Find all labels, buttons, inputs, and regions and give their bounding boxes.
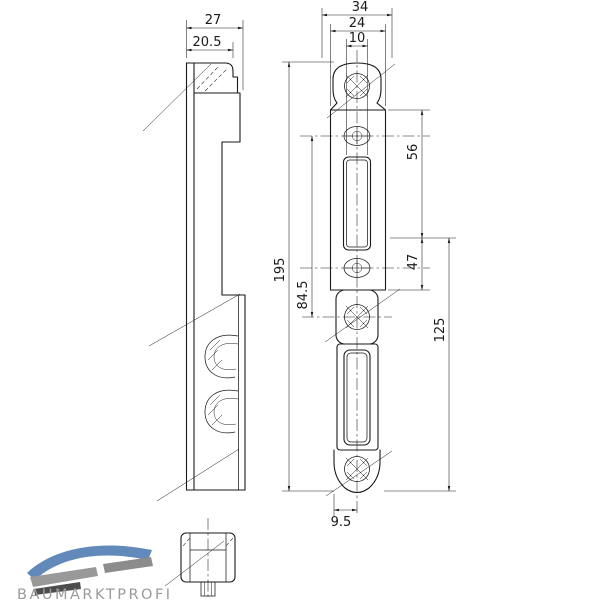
dim-label-27: 27 xyxy=(205,13,222,28)
dim-label-47: 47 xyxy=(406,254,421,271)
logo-mid-slab xyxy=(103,557,153,573)
lower-plate xyxy=(336,343,379,451)
dim-label-20-5: 20.5 xyxy=(193,35,222,50)
front-bottom-cap xyxy=(333,449,381,494)
dimension-lower-length: 125 xyxy=(384,237,456,492)
dim-label-125: 125 xyxy=(433,318,448,343)
logo: BAUMARKTPROFI xyxy=(17,545,173,600)
bottom-view-hatch xyxy=(182,537,234,547)
logo-dark-slab xyxy=(34,582,81,595)
logo-roof-icon xyxy=(27,545,153,595)
dimension-total-length: 195 xyxy=(273,61,334,492)
dimension-plate-width: 24 xyxy=(330,16,386,106)
dimension-upper-spacing: 56 xyxy=(388,109,456,239)
dim-label-24: 24 xyxy=(349,16,366,31)
upper-screw-hole xyxy=(343,126,371,146)
latch-hook-lower xyxy=(204,389,239,434)
front-top-cap xyxy=(329,62,387,111)
projection-lines xyxy=(142,63,401,587)
dimension-edge-offset: 9.5 xyxy=(331,494,358,530)
dim-label-10: 10 xyxy=(349,31,366,46)
upper-plate xyxy=(329,109,387,291)
side-profile-edge xyxy=(185,92,246,491)
lower-slot xyxy=(343,349,371,446)
front-view xyxy=(300,50,430,514)
dimension-outer-width: 34 xyxy=(321,0,393,58)
dimension-lower-spacing: 47 xyxy=(388,237,430,291)
dimension-side-inner-width: 20.5 xyxy=(186,35,234,58)
latch-hook-upper xyxy=(204,334,239,379)
cap-hatch-lines xyxy=(196,65,229,92)
side-view xyxy=(185,62,246,491)
dim-label-56: 56 xyxy=(406,144,421,161)
side-top-cap xyxy=(193,62,239,94)
center-slot xyxy=(342,156,372,251)
dimension-center-spacing: 84.5 xyxy=(296,135,314,318)
logo-blue-swoosh xyxy=(27,545,152,580)
bottom-view xyxy=(180,518,236,600)
dim-label-84-5: 84.5 xyxy=(296,281,311,310)
bottom-view-tab xyxy=(200,581,216,597)
lower-screw-hole xyxy=(343,258,371,278)
logo-gray-slab xyxy=(30,567,98,587)
dimension-side-width: 27 xyxy=(186,13,244,90)
dim-label-34: 34 xyxy=(352,0,369,15)
logo-wordmark: BAUMARKTPROFI xyxy=(17,587,173,600)
dim-label-195: 195 xyxy=(273,258,288,283)
dim-label-9-5: 9.5 xyxy=(331,515,352,530)
dimension-slot-width: 10 xyxy=(346,31,368,155)
